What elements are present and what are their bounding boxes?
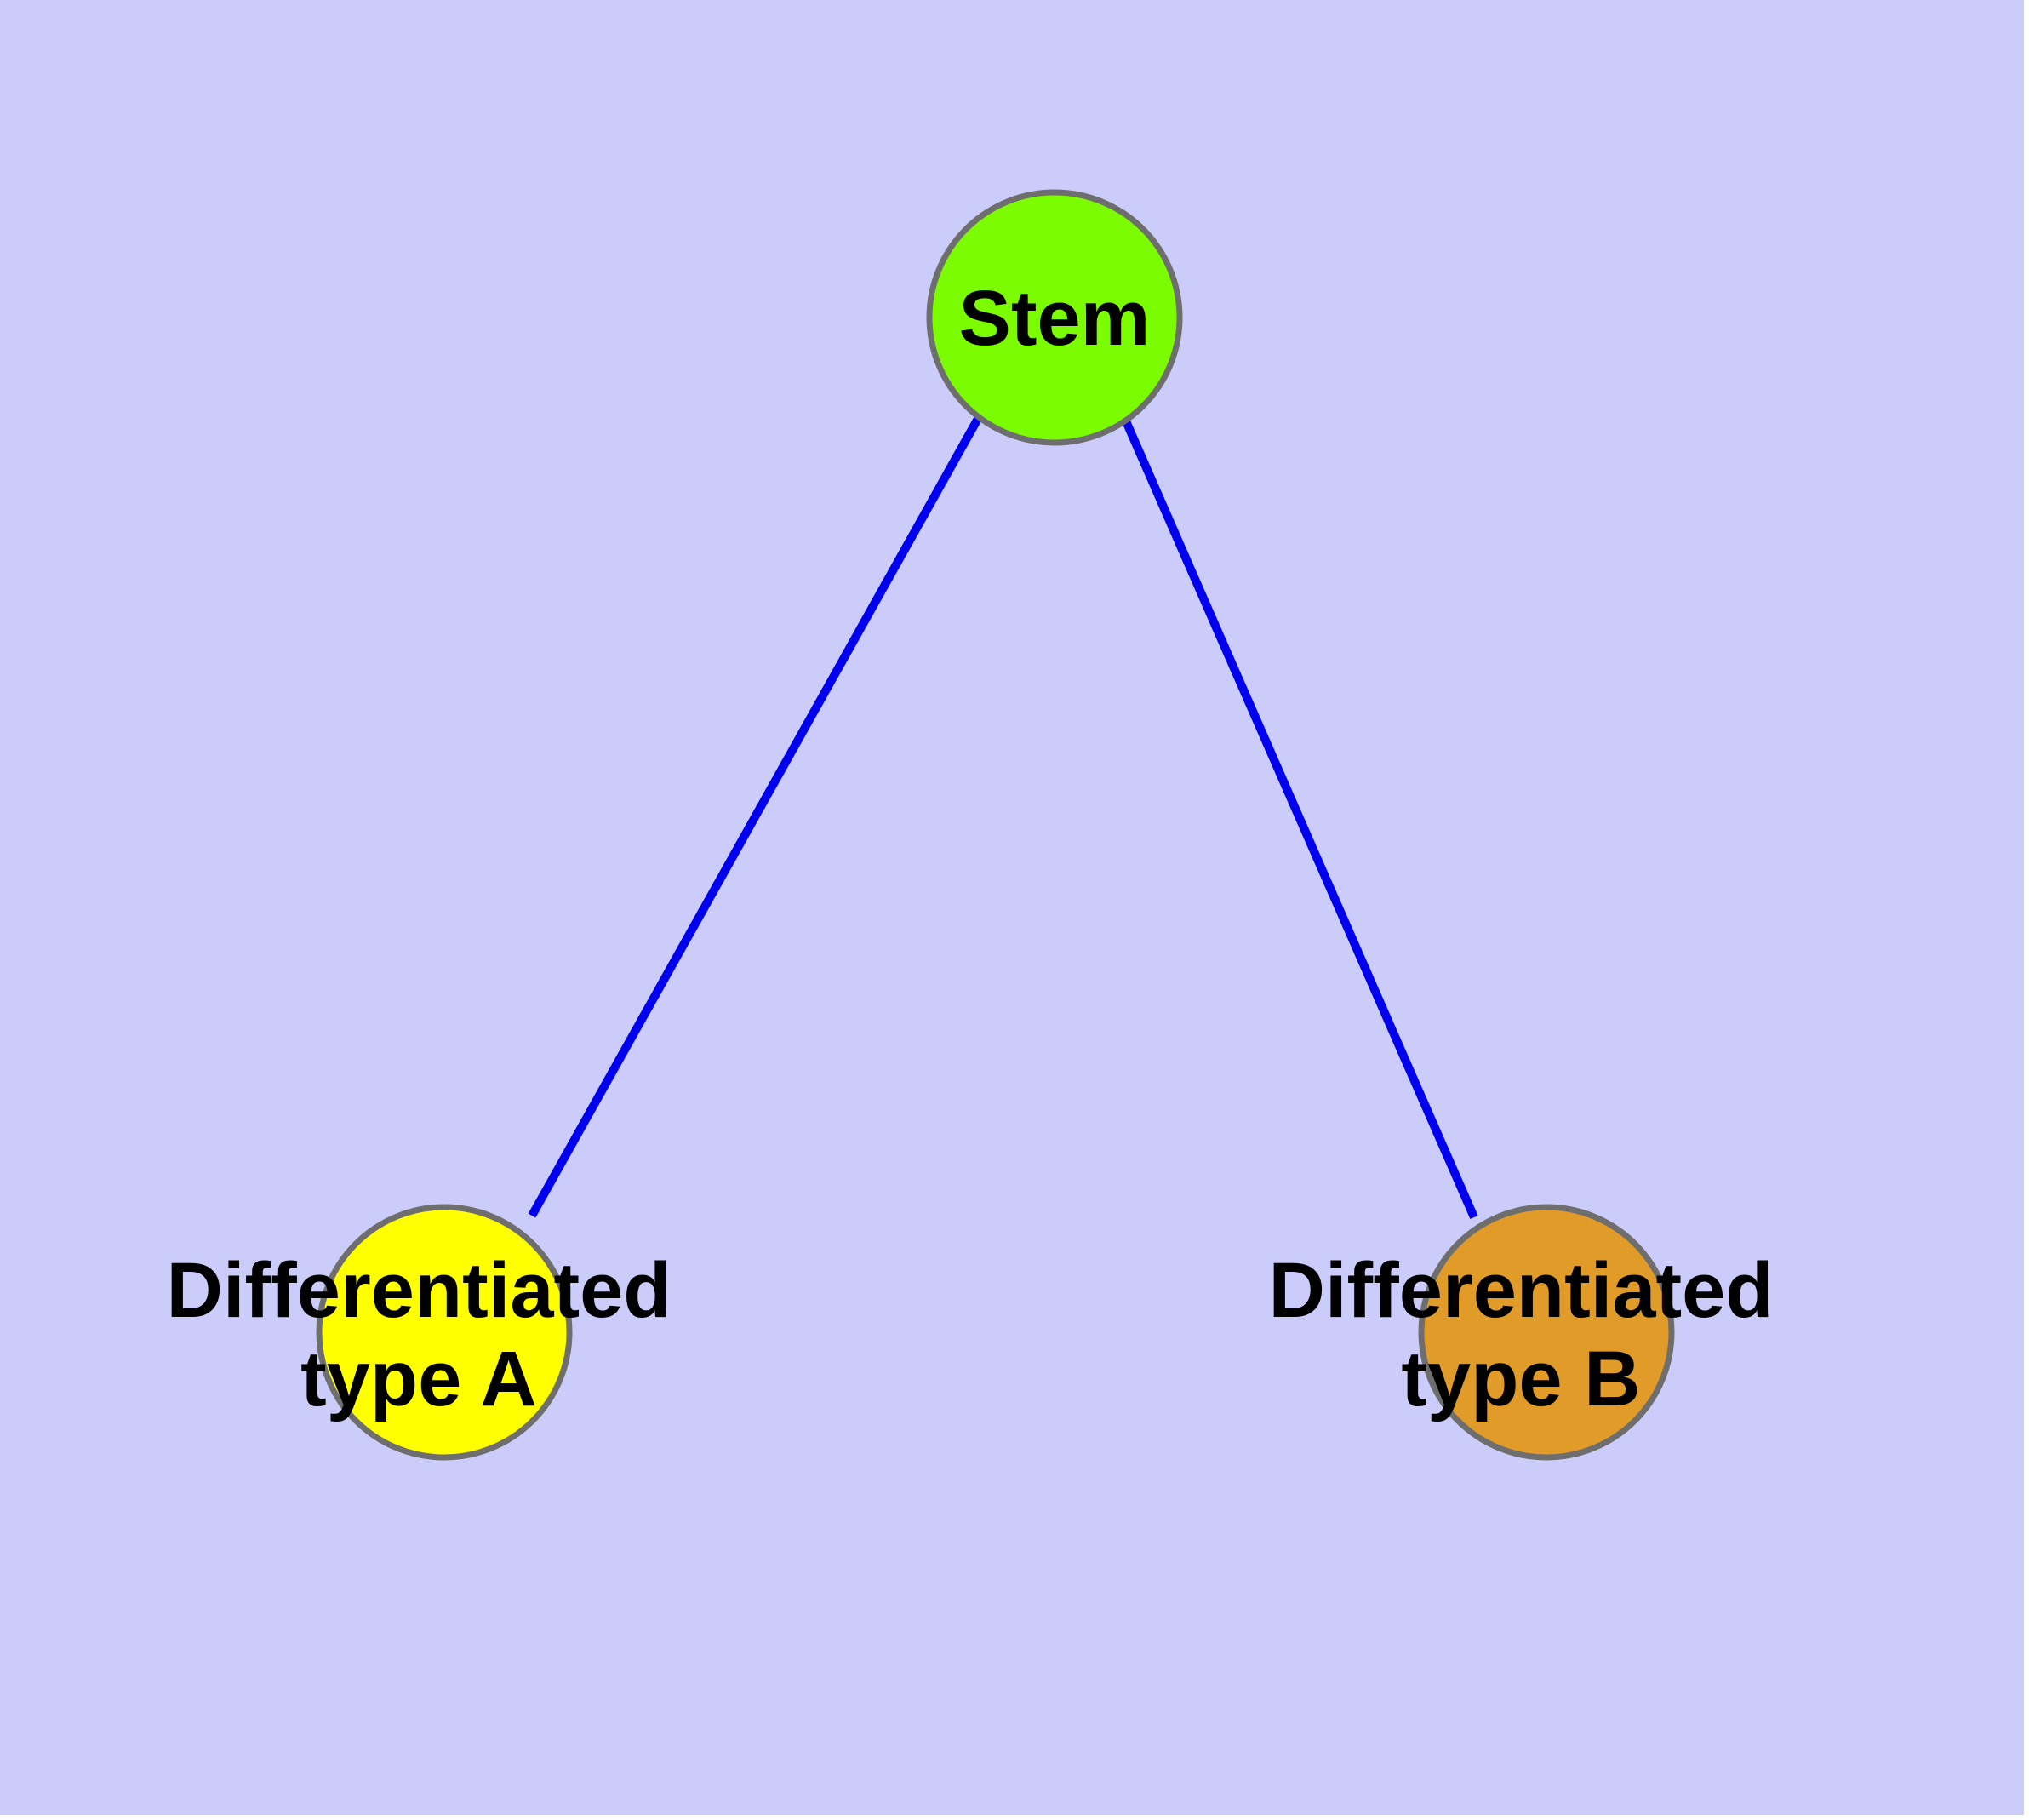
graph-node-diff-b[interactable] bbox=[1418, 1204, 1675, 1461]
label-line: Stem bbox=[959, 275, 1151, 362]
label-line: type A bbox=[300, 1336, 537, 1422]
graph-node-stem[interactable] bbox=[926, 189, 1183, 446]
label-line: Differentiated bbox=[167, 1247, 672, 1334]
nodes-layer bbox=[316, 189, 1675, 1461]
edges-layer bbox=[528, 413, 1478, 1220]
graph-edge-stem-to-diff-b[interactable] bbox=[1119, 413, 1478, 1220]
label-line: Differentiated bbox=[1269, 1247, 1774, 1334]
graph-edge-stem-to-diff-a[interactable] bbox=[528, 415, 983, 1218]
graph-node-label-stem: Stem bbox=[959, 275, 1151, 362]
graph-node-diff-a[interactable] bbox=[316, 1204, 573, 1461]
label-line: type B bbox=[1401, 1336, 1640, 1422]
